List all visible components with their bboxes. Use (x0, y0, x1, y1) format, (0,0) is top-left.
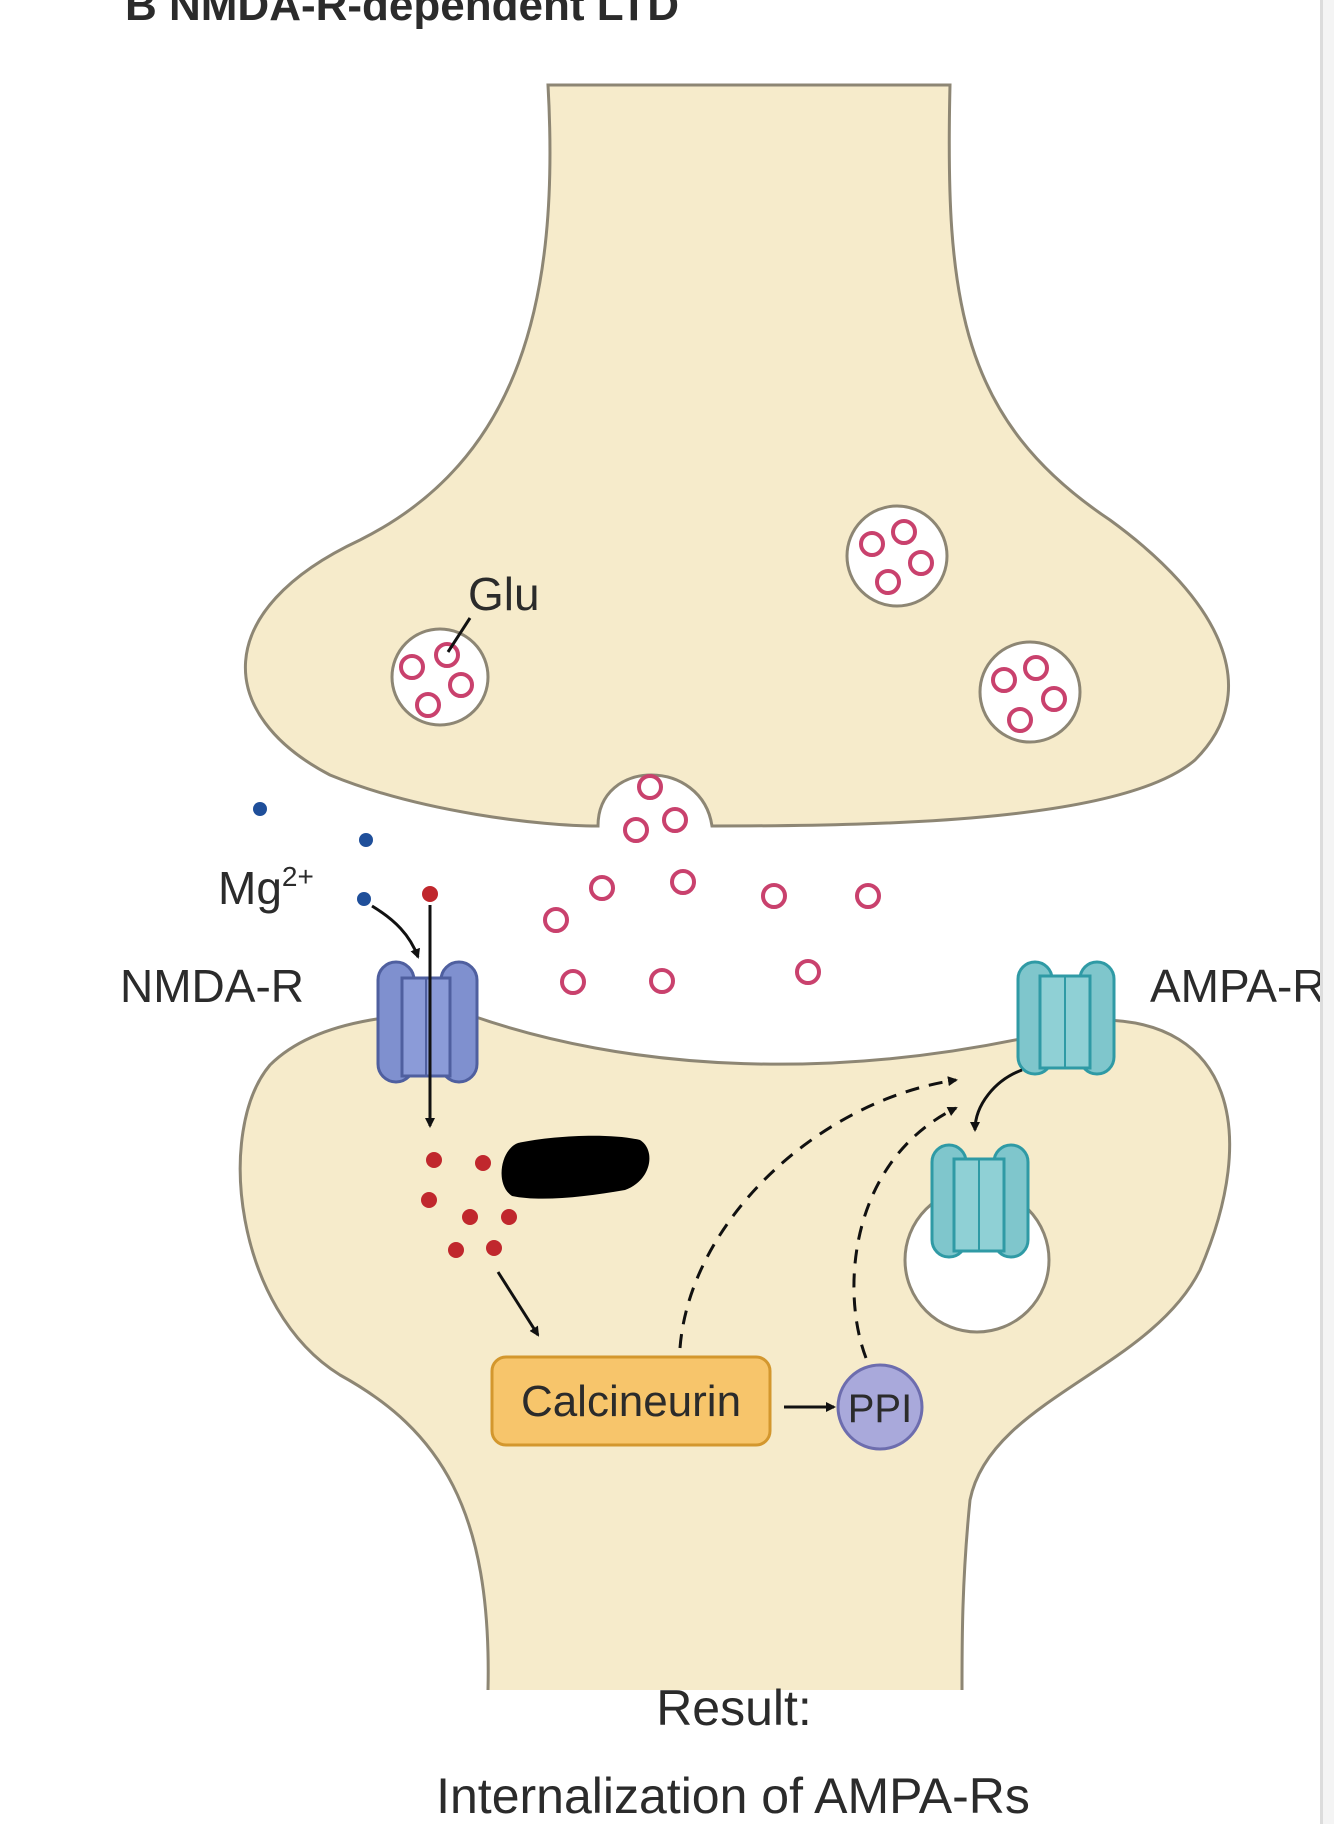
presynaptic-terminal (243, 83, 1230, 828)
result-text: Internalization of AMPA-Rs (436, 1768, 1030, 1824)
figure-title: B NMDA-R-dependent LTD (125, 0, 679, 30)
ppi-label: PPI (848, 1387, 912, 1431)
glu-pointer (446, 617, 472, 653)
nmda-r-label: NMDA-R (120, 960, 304, 1012)
ppi-dashed-arrow (852, 1106, 958, 1359)
calcineurin-label: Calcineurin (521, 1377, 741, 1426)
calcium-to-calcineurin-arrow (496, 1271, 540, 1337)
fusing-vesicle-glutamate (623, 774, 688, 843)
nmda-receptor (376, 960, 479, 1084)
ampa-receptor-internalized (930, 1143, 1030, 1259)
calcium-ion-entering (422, 886, 438, 902)
ppi-circle: PPI (836, 1363, 924, 1451)
vesicle-left (390, 627, 490, 727)
result-title: Result: (656, 1680, 812, 1736)
vesicle-right (978, 640, 1082, 744)
released-glutamate (543, 869, 881, 995)
magnesium-ions (253, 802, 373, 906)
calcineurin-box: Calcineurin (490, 1355, 772, 1447)
mg-label: Mg2+ (218, 861, 314, 914)
mg-arrow (371, 904, 420, 959)
ampa-receptor-membrane (1016, 960, 1116, 1076)
vesicle-top-right (845, 504, 949, 608)
glu-label: Glu (468, 568, 540, 620)
postsynaptic-spine (238, 1012, 1231, 1691)
redaction-mark (501, 1135, 650, 1199)
calcineurin-dashed-arrow (678, 1076, 958, 1349)
image-edge (1320, 0, 1334, 1824)
internalization-arrow (970, 1068, 1023, 1132)
calcium-ions (421, 1152, 517, 1258)
ampa-r-label: AMPA-R (1150, 960, 1326, 1012)
